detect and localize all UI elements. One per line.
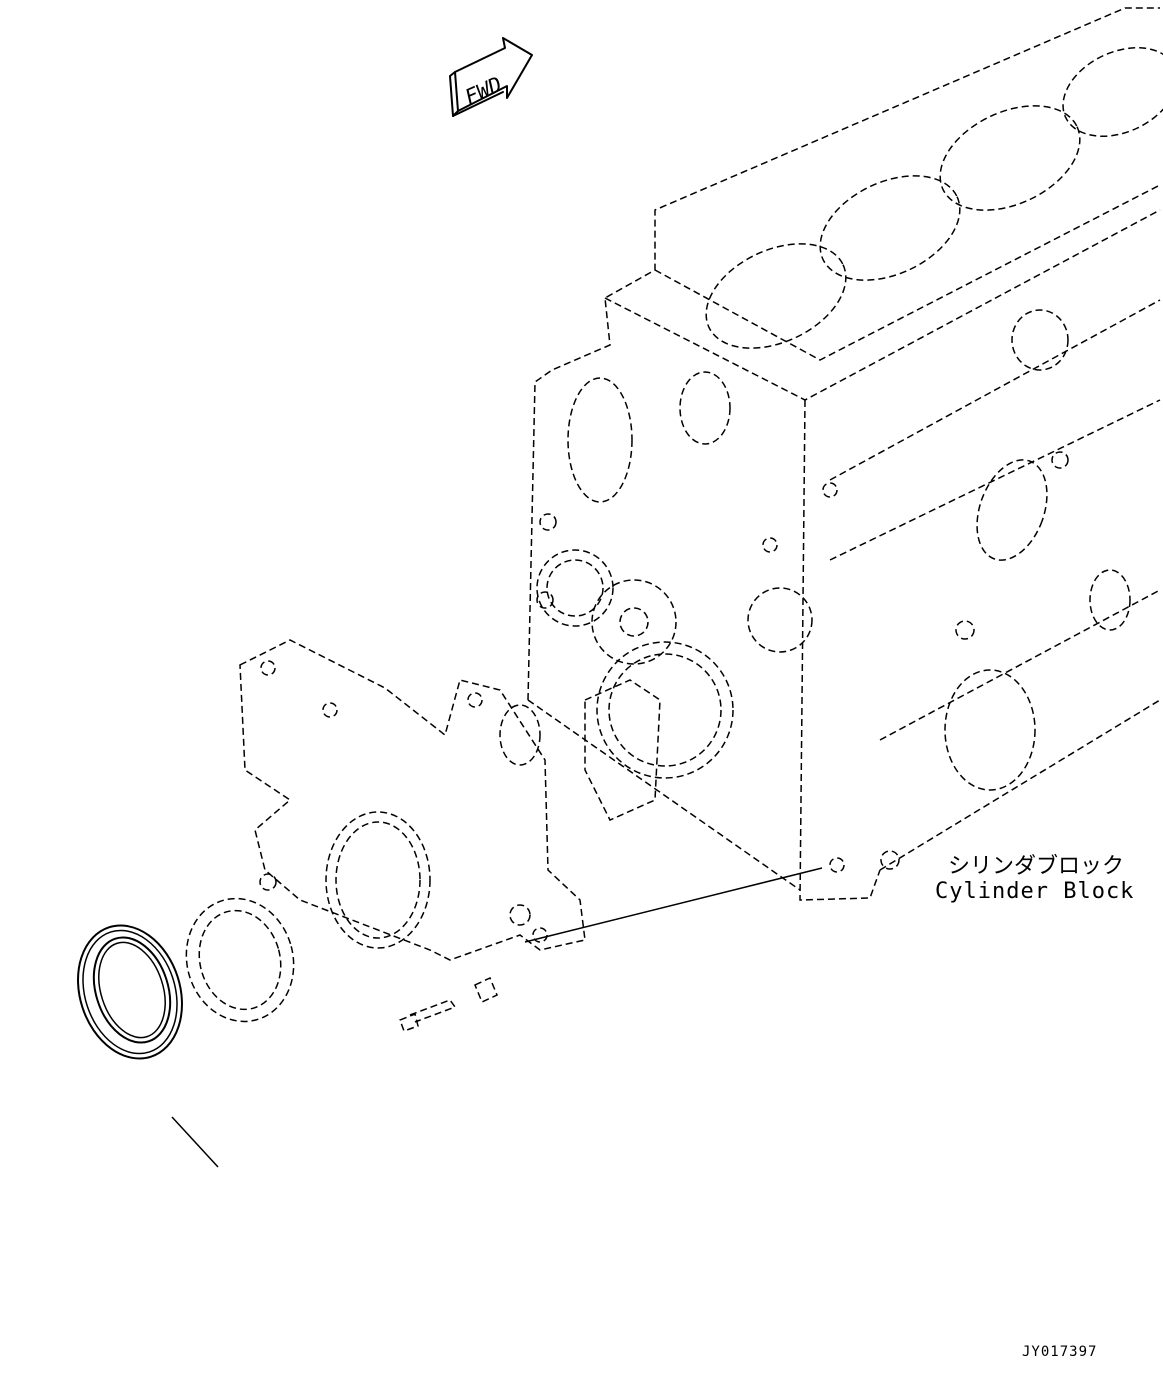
cylinder-block-label-ja: シリンダブロック	[948, 854, 1124, 879]
seal-leader-line	[171, 1116, 219, 1168]
gear-case-cover	[239, 639, 586, 961]
fwd-arrow-icon: FWD	[449, 37, 533, 117]
cylinder-block	[527, 7, 1163, 901]
cylinder-block-label-en: Cylinder Block	[935, 879, 1134, 904]
drawing-id: JY017397	[1022, 1344, 1097, 1360]
oil-seal	[185, 897, 295, 1023]
cylinder-block-leader-line	[524, 867, 823, 943]
bolt-and-spacer	[399, 976, 498, 1032]
highlighted-seal-ring	[77, 924, 183, 1060]
